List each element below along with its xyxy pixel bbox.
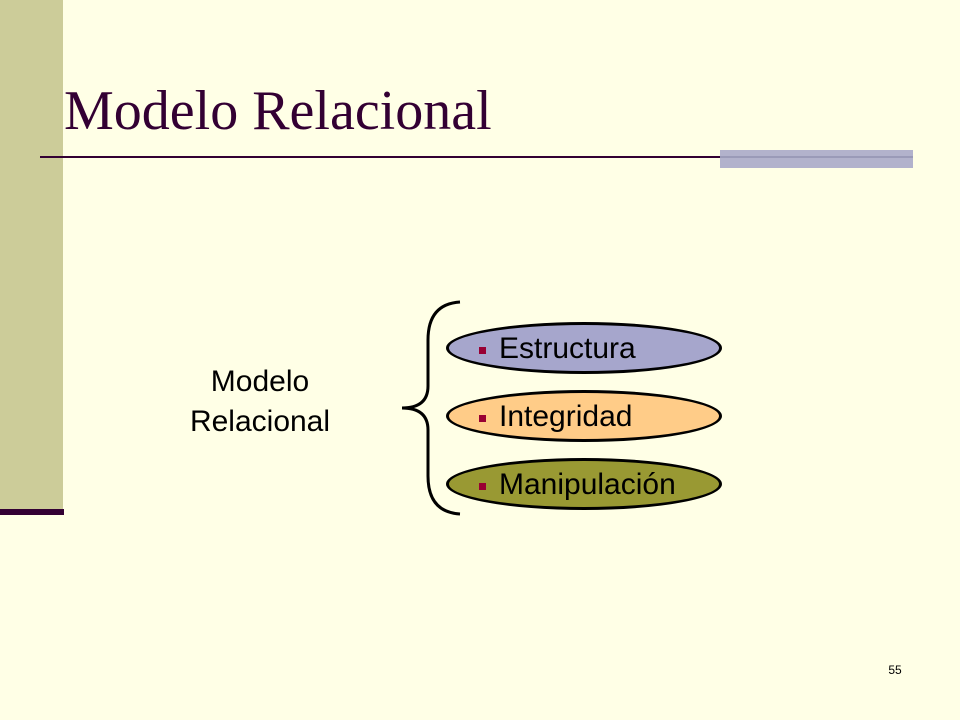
concept-label: Modelo Relacional <box>189 365 331 438</box>
item-manipulacion: Manipulación <box>446 458 722 510</box>
title-underline-accent-line <box>720 156 913 158</box>
curly-brace <box>401 300 461 516</box>
page-number: 55 <box>888 663 902 677</box>
item-label: Manipulación <box>499 468 676 501</box>
bullet-icon <box>479 483 486 490</box>
title-underline-accent <box>720 150 913 168</box>
item-label: Estructura <box>499 332 636 365</box>
item-label: Integridad <box>499 400 633 433</box>
left-decorative-bar <box>0 0 63 512</box>
bullet-icon <box>479 415 486 422</box>
left-bar-end-line <box>0 509 64 515</box>
bullet-icon <box>479 347 486 354</box>
brace-path <box>401 300 461 516</box>
item-estructura: Estructura <box>446 322 722 374</box>
slide-title: Modelo Relacional <box>64 80 492 142</box>
title-underline <box>40 156 913 158</box>
item-integridad: Integridad <box>446 390 722 442</box>
